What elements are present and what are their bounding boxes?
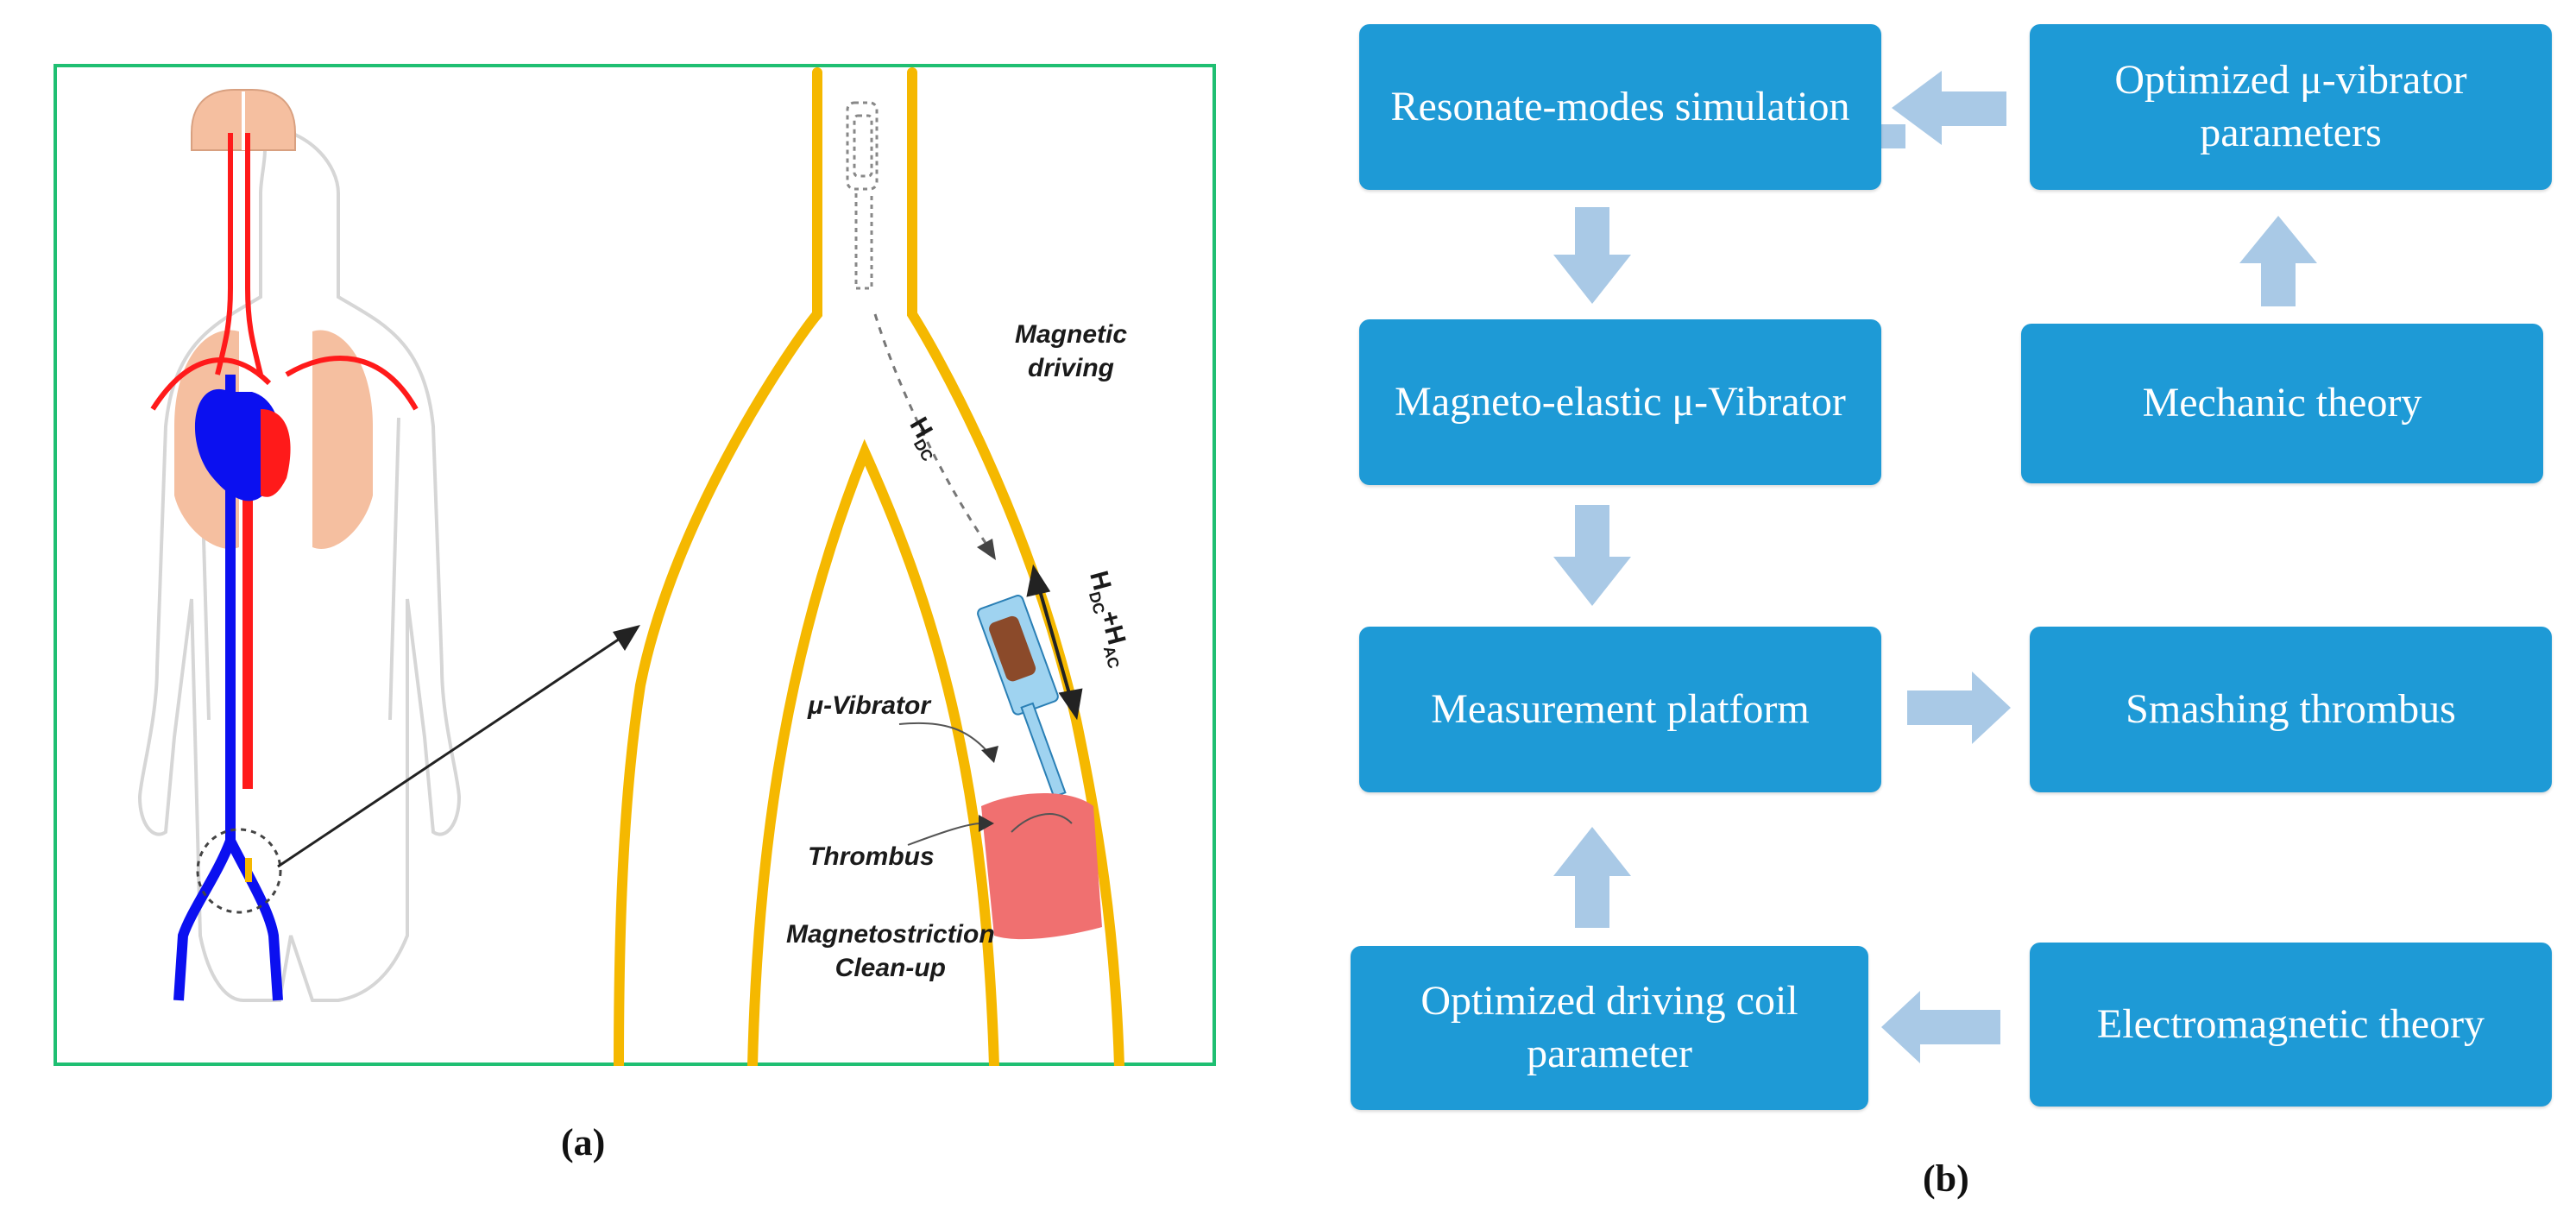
arrow-top-row	[1892, 71, 2006, 145]
vibrator-pointer	[898, 722, 991, 755]
cleanup-pointer	[1011, 813, 1073, 833]
thrombus-shape	[981, 793, 1102, 940]
zoom-circle	[196, 828, 282, 914]
box-optimized-coil: Optimized driving coil parameter	[1351, 946, 1868, 1110]
arrow-right-mid	[1907, 672, 2011, 744]
box-electromagnetic-theory: Electromagnetic theory	[2030, 943, 2552, 1107]
oscillation-arrow	[1026, 564, 1083, 721]
arrow-up-right	[2239, 216, 2317, 306]
caption-b: (b)	[1923, 1157, 1969, 1200]
human-body-outline	[137, 123, 462, 1002]
arrow-left-bottom	[1881, 991, 2000, 1063]
micro-vibrator-label: μ-Vibrator	[808, 691, 930, 720]
motion-path	[873, 313, 987, 544]
artery-lines	[150, 133, 419, 411]
vein-lines	[173, 375, 283, 1001]
box-magneto-elastic: Magneto-elastic μ-Vibrator	[1359, 319, 1881, 485]
box-mechanic-theory: Mechanic theory	[2021, 324, 2543, 483]
arrow-down-1	[1553, 207, 1631, 304]
thrombus-pointer	[907, 823, 982, 846]
vibrator-initial-outline	[846, 101, 879, 290]
caption-a: (a)	[561, 1121, 606, 1163]
heart-icon	[194, 388, 291, 501]
brain-icon	[191, 89, 296, 151]
box-smashing-thrombus: Smashing thrombus	[2030, 627, 2552, 792]
micro-vibrator-icon	[977, 595, 1067, 798]
thrombus-label: Thrombus	[808, 842, 935, 871]
thrombus-site-marker	[245, 858, 252, 882]
arrow-up-3	[1553, 827, 1631, 928]
box-measurement-platform: Measurement platform	[1359, 627, 1881, 792]
panel-a-illustration	[137, 67, 1124, 1066]
arrow-down-2	[1553, 505, 1631, 606]
zoom-arrow	[277, 632, 628, 868]
box-resonate-modes: Resonate-modes simulation	[1359, 24, 1881, 190]
box-optimized-vibrator: Optimized μ-vibrator parameters	[2030, 24, 2552, 190]
